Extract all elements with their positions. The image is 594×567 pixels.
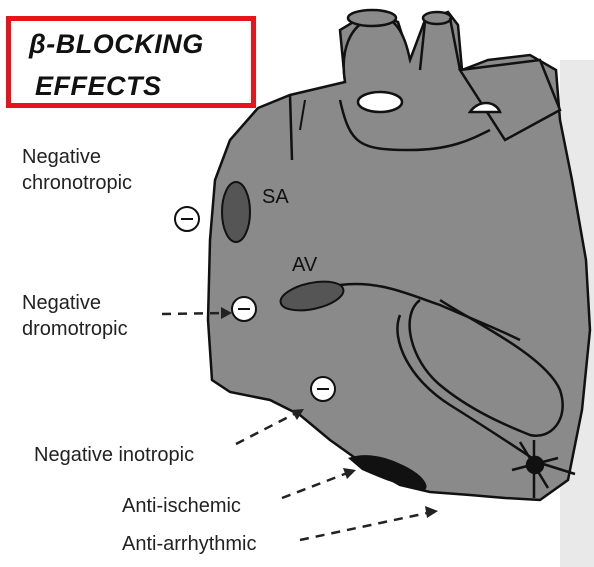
arrow-dromotropic (162, 313, 226, 314)
title-line-1: β-BLOCKING (29, 29, 204, 60)
av-label: AV (292, 254, 317, 277)
label-anti-arrhythmic: Anti-arrhythmic (122, 533, 256, 556)
vessel-opening (358, 92, 402, 112)
vessel-top-right (423, 12, 451, 24)
arrow-inotropic (236, 412, 298, 444)
title-line-2: EFFECTS (35, 71, 162, 102)
sa-node (222, 182, 250, 242)
label-chronotropic-2: chronotropic (22, 172, 132, 195)
title-box: β-BLOCKING EFFECTS (6, 16, 256, 108)
label-inotropic: Negative inotropic (34, 444, 194, 467)
label-dromotropic-1: Negative (22, 292, 101, 315)
label-anti-ischemic: Anti-ischemic (122, 495, 241, 518)
label-chronotropic-1: Negative (22, 146, 101, 169)
arrow-anti-arrhythmic (300, 512, 432, 540)
label-dromotropic-2: dromotropic (22, 318, 128, 341)
arrow-anti-ischemic (282, 472, 350, 498)
minus-chronotropic-icon (174, 206, 200, 232)
minus-inotropic-icon (310, 376, 336, 402)
vessel-top-left (348, 10, 396, 26)
sa-label: SA (262, 186, 289, 209)
minus-dromotropic-icon (231, 296, 257, 322)
